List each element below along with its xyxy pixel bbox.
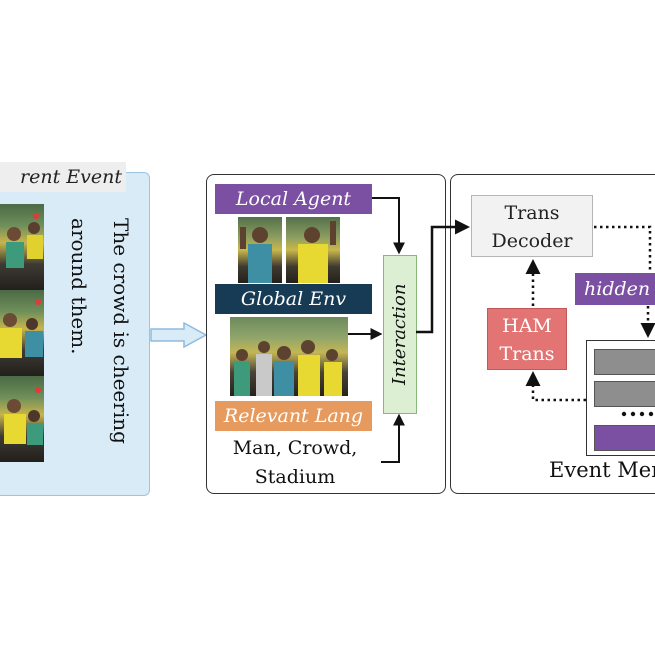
ham-trans-block: HAM Trans: [487, 308, 567, 370]
memory-slot-current: [594, 425, 655, 451]
ham-trans-line-2: Trans: [499, 343, 555, 365]
trans-decoder-block: Trans Decoder: [471, 195, 593, 257]
ham-trans-line-1: HAM: [502, 315, 552, 337]
hidden-state-label: hidden: [575, 273, 655, 305]
memory-slot-2: [594, 381, 655, 407]
agent-crop-illustration: [240, 227, 272, 283]
interaction-block: [383, 255, 417, 414]
current-event-title: rent Event: [0, 162, 126, 192]
big-arrow-icon: [150, 322, 208, 348]
frame-people-illustration: [4, 387, 43, 445]
frame-people-illustration: [0, 299, 43, 358]
global-scene-image: [230, 317, 348, 396]
video-frame-1: [0, 204, 44, 290]
language-words-line-2: Stadium: [254, 466, 336, 488]
trans-decoder-line-2: Decoder: [491, 230, 573, 252]
local-agent-label: Local Agent: [215, 184, 372, 214]
event-memory-label: Event Mem: [549, 458, 655, 482]
arrow-agent-to-interaction: [372, 197, 405, 255]
agent-crop-1: [238, 217, 282, 283]
ellipsis-dots-icon: [621, 411, 654, 417]
arrow-lang-to-interaction: [381, 413, 405, 463]
memory-slot-1: [594, 349, 655, 375]
language-words: Man, Crowd, Stadium: [220, 434, 370, 492]
relevant-lang-label: Relevant Lang: [215, 401, 372, 431]
arrow-memory-to-ham: [525, 371, 586, 402]
video-frame-3: [0, 376, 44, 462]
trans-decoder-line-1: Trans: [504, 202, 560, 224]
frame-people-illustration: [6, 213, 43, 268]
event-caption: The crowd is cheering around them.: [67, 218, 133, 444]
agent-crop-2: [286, 217, 340, 283]
arrow-decoder-to-hidden: [594, 225, 652, 270]
scene-crowd-illustration: [234, 340, 342, 396]
agent-crop-illustration: [298, 221, 336, 283]
arrow-interaction-to-decoder: [416, 219, 470, 334]
video-frame-2: [0, 290, 44, 376]
global-env-label: Global Env: [215, 284, 372, 314]
language-words-line-1: Man, Crowd,: [232, 437, 358, 459]
